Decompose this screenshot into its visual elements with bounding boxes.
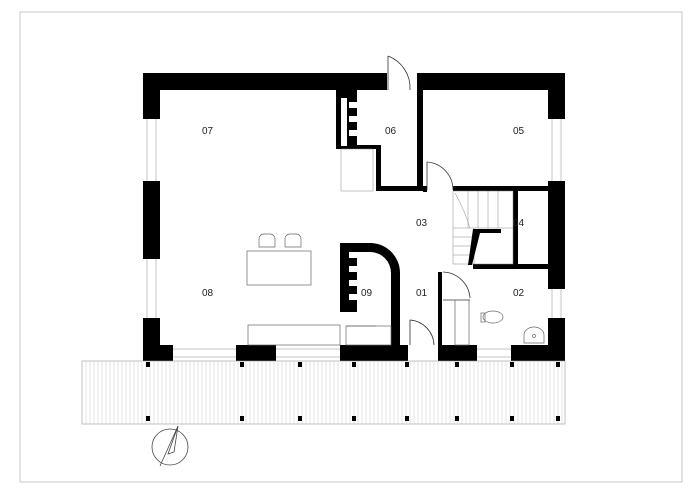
doors: [387, 55, 471, 346]
sheet-frame: [19, 11, 683, 483]
stair-rail: [468, 229, 501, 265]
room-label-03: 03: [416, 218, 428, 229]
bathroom-fixtures: [454, 299, 545, 346]
north-arrow-icon: [151, 425, 189, 467]
room-label-04: 04: [513, 218, 525, 229]
room-label-01: 01: [416, 288, 428, 299]
staircase: [452, 190, 514, 265]
room-label-02: 02: [513, 288, 525, 299]
room-label-06: 06: [385, 126, 397, 137]
windows: [146, 119, 562, 358]
room-label-07: 07: [202, 126, 214, 137]
chimney-upper: [336, 90, 374, 192]
interior-walls: [357, 73, 551, 361]
room-label-05: 05: [513, 126, 525, 137]
terrace-deck: [81, 360, 566, 425]
fireplace: [340, 243, 400, 346]
exterior-walls: [143, 73, 565, 361]
room-label-08: 08: [202, 288, 214, 299]
furniture: [246, 233, 341, 346]
room-label-09: 09: [361, 288, 373, 299]
